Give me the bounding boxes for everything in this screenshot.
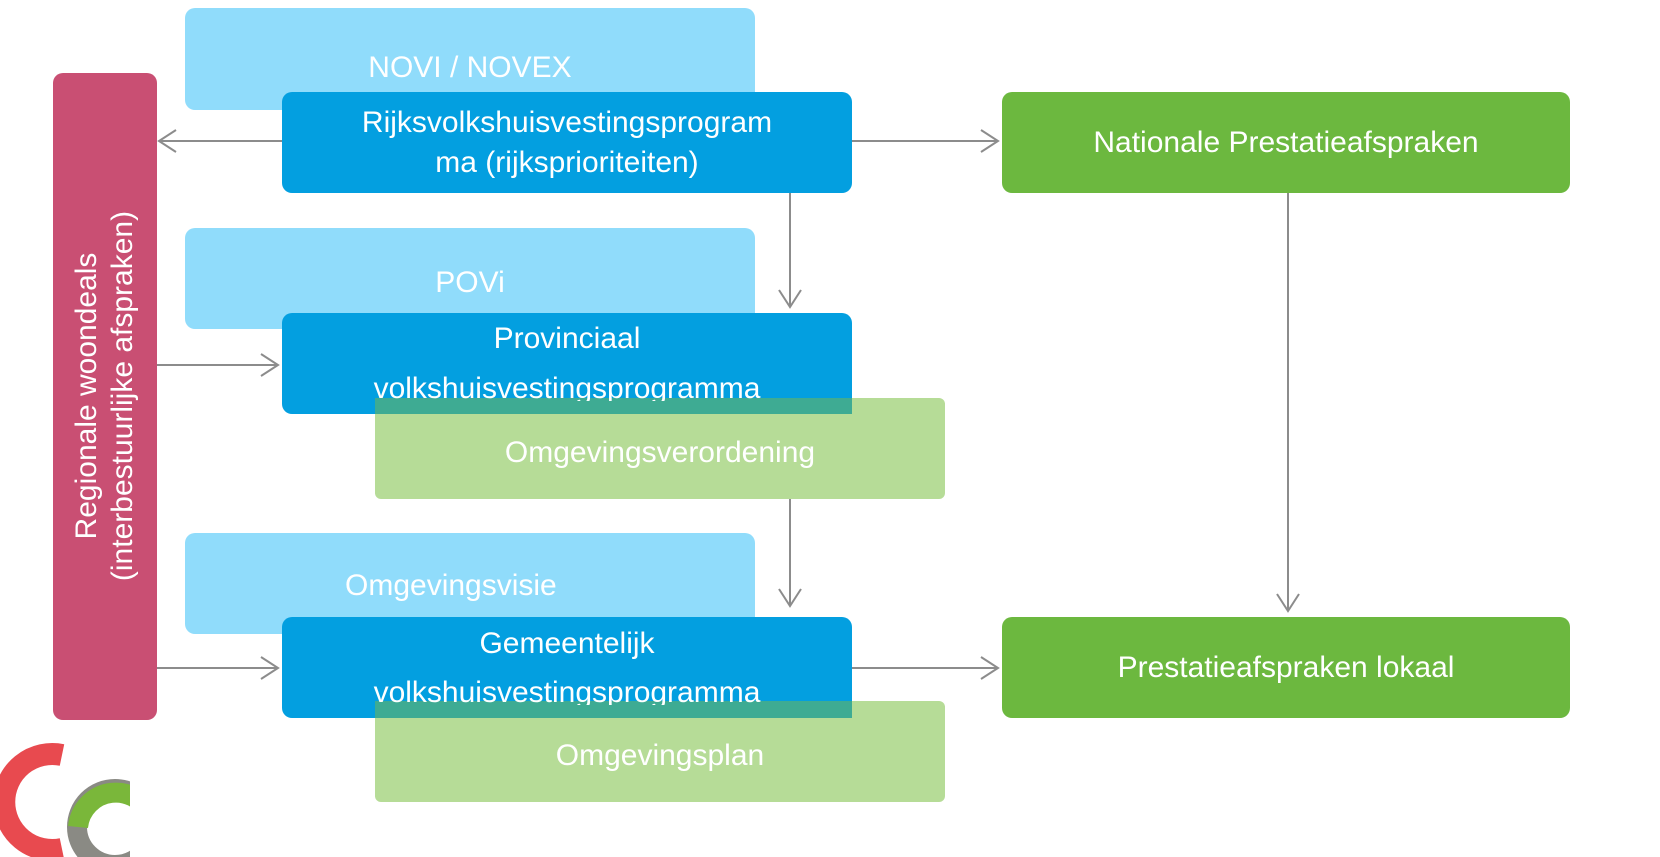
rijks-programma-line2: ma (rijksprioriteiten): [435, 145, 699, 179]
nationale-prestatieafspraken-box: Nationale Prestatieafspraken: [1002, 92, 1570, 193]
omgevingsvisie-label: Omgevingsvisie: [345, 568, 557, 602]
prestatieafspraken-lokaal-box: Prestatieafspraken lokaal: [1002, 617, 1570, 718]
gemeentelijk-overlap-region: [375, 701, 852, 718]
provinciaal-overlap-region: [375, 398, 852, 414]
regionale-woondeals-box: Regionale woondeals (interbestuurlijke a…: [53, 73, 157, 720]
prestatieafspraken-lokaal-label: Prestatieafspraken lokaal: [1117, 650, 1455, 684]
gemeentelijk-programma-line1: Gemeentelijk: [479, 627, 655, 660]
provinciaal-line2-clip: volkshuisvestingsprogramma: [282, 370, 852, 401]
rijksvolkshuisvestingsprogramma-box: Rijksvolkshuisvestingsprogram ma (rijksp…: [282, 92, 852, 193]
novi-novex-label: NOVI / NOVEX: [368, 51, 572, 84]
provinciaal-programma-line1: Provinciaal: [493, 322, 641, 355]
omgevingsplan-label: Omgevingsplan: [555, 738, 765, 772]
regionale-woondeals-line1: Regionale woondeals: [70, 252, 103, 540]
provinciaal-programma-line2: volkshuisvestingsprogramma: [373, 372, 761, 401]
omgevingsverordening-box: Omgevingsverordening: [375, 398, 945, 499]
povi-label: POVi: [435, 265, 505, 299]
omgevingsverordening-label: Omgevingsverordening: [504, 435, 816, 469]
regionale-woondeals-line2: (interbestuurlijke afspraken): [106, 210, 139, 582]
povi-box: POVi: [185, 228, 755, 329]
gemeentelijk-programma-line2: volkshuisvestingsprogramma: [373, 676, 761, 705]
gemeentelijk-line2-clip: volkshuisvestingsprogramma: [282, 674, 852, 705]
nationale-prestatieafspraken-label: Nationale Prestatieafspraken: [1093, 125, 1479, 159]
regionale-woondeals-label: Regionale woondeals (interbestuurlijke a…: [69, 76, 141, 716]
provinciaal-programma-box: [282, 313, 852, 414]
co-logo: [0, 743, 130, 857]
rijks-programma-line1: Rijksvolkshuisvestingsprogram: [361, 105, 773, 139]
